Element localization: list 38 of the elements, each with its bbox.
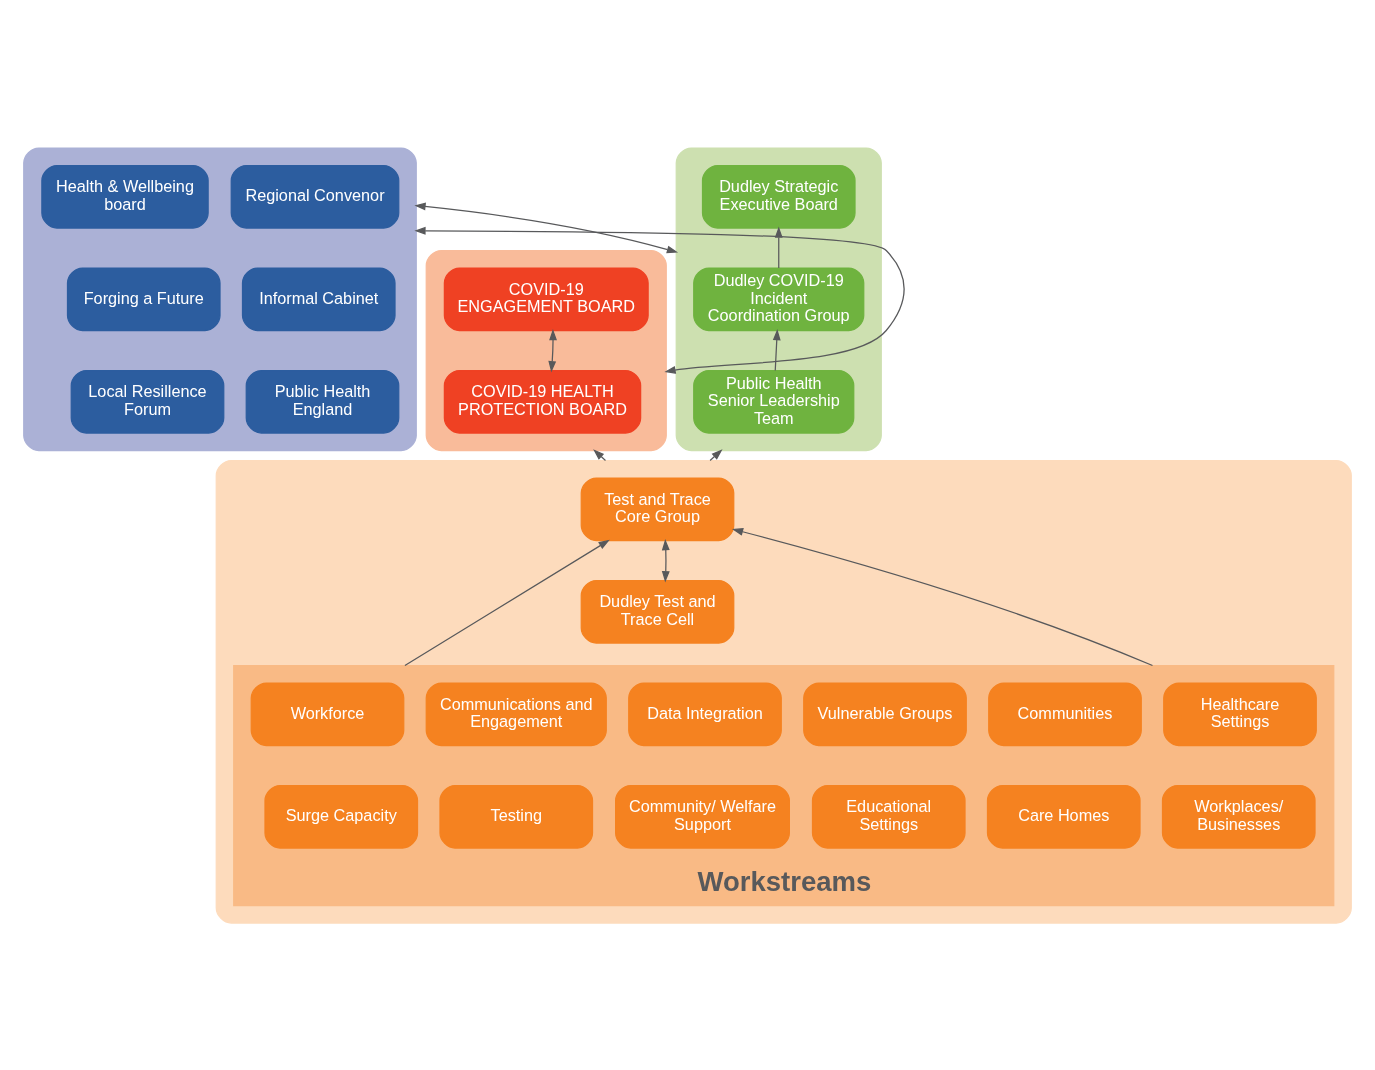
node-box: COVID-19 HEALTH PROTECTION BOARD <box>443 369 642 434</box>
node-box: Surge Capacity <box>264 784 419 849</box>
node-box: Forging a Future <box>66 266 221 331</box>
node-box: Communications and Engagement <box>425 681 607 746</box>
node-box: Healthcare Settings <box>1163 681 1317 746</box>
node-box: Community/ Welfare Support <box>615 784 790 849</box>
node-box: Public Health England <box>245 369 400 434</box>
node-box: Communities <box>988 681 1142 746</box>
arrow <box>731 527 1154 666</box>
arrow <box>772 328 781 371</box>
node-box: Educational Settings <box>811 784 966 849</box>
node-box: Regional Convenor <box>230 164 400 229</box>
arrow <box>661 538 670 582</box>
node-box: Workforce <box>250 681 405 746</box>
arrow <box>404 539 610 666</box>
node-box: Informal Cabinet <box>241 266 396 331</box>
arrow <box>709 448 723 461</box>
node-box: Health & Wellbeing board <box>41 164 209 229</box>
arrow <box>774 225 783 269</box>
arrow <box>414 202 679 253</box>
node-box: Workplaces/ Businesses <box>1161 784 1316 849</box>
node-box: Care Homes <box>986 784 1141 849</box>
node-box: Local Resillence Forum <box>70 369 225 434</box>
node-box: Test and Trace Core Group <box>580 476 735 541</box>
node-box: Dudley COVID-19 Incident Coordination Group <box>693 266 865 331</box>
cluster <box>23 146 417 451</box>
arrow <box>414 226 905 374</box>
node-box: Dudley Test and Trace Cell <box>580 579 735 644</box>
cluster <box>425 249 667 451</box>
arrow <box>548 328 557 372</box>
node-box: Testing <box>439 784 594 849</box>
node-box: Dudley Strategic Executive Board <box>701 164 856 229</box>
node-box: Public Health Senior Leadership Team <box>693 369 855 434</box>
cluster <box>675 146 882 451</box>
node-box: Data Integration <box>628 681 782 746</box>
node-box: Vulnerable Groups <box>803 681 967 746</box>
cluster <box>215 459 1352 924</box>
node-box: COVID-19 ENGAGEMENT BOARD <box>443 266 649 331</box>
